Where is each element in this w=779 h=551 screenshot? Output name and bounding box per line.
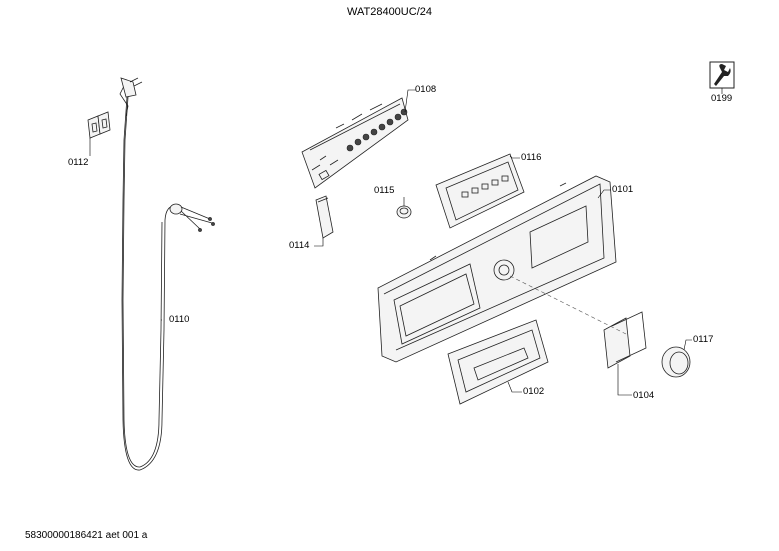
- document-code: 58300000186421 aet 001 a: [25, 530, 148, 541]
- light-guide-part: [315, 195, 334, 239]
- part-label-0102: 0102: [523, 386, 545, 397]
- part-label-0116: 0116: [521, 152, 542, 163]
- part-label-0114: 0114: [289, 240, 310, 251]
- ring-part: [661, 346, 691, 378]
- drawer-handle-part: [447, 319, 549, 405]
- control-panel-fascia-part: [377, 175, 617, 363]
- button-panel-part: [435, 153, 525, 229]
- part-label-0110: 0110: [169, 314, 190, 325]
- control-board-part: [301, 97, 409, 189]
- cable-clip-part: [87, 111, 111, 139]
- part-label-0112: 0112: [68, 157, 89, 168]
- part-label-0115: 0115: [374, 185, 395, 196]
- power-cord-part: [119, 77, 215, 471]
- diagram-title: WAT28400UC/24: [347, 6, 432, 18]
- part-label-0117: 0117: [693, 334, 714, 345]
- part-label-0104: 0104: [633, 390, 655, 401]
- alignment-line: [509, 275, 627, 335]
- program-knob-part: [396, 205, 412, 219]
- part-label-0101: 0101: [612, 184, 634, 195]
- wrench-service-icon: [709, 61, 735, 89]
- part-label-0199: 0199: [711, 93, 733, 104]
- leader-lines: [89, 88, 723, 396]
- flap-part: [603, 311, 647, 369]
- part-label-0108: 0108: [415, 84, 437, 95]
